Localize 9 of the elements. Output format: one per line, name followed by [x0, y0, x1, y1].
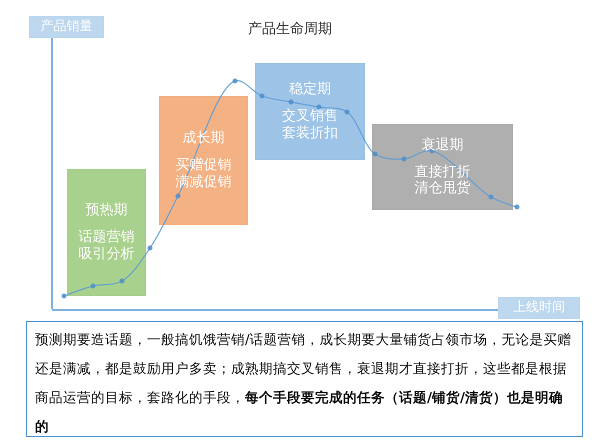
note-paragraph: 预测期要造话题，一般搞饥饿营销/话题营销，成长期要大量铺货占领市场，无论是买赠还是满减，都是鼓励用户多卖；成熟期搞交叉销售，衰退期才直接打折，这些都是根据商品运营的目标，套路化的手段，每个手段要完成的任务（话题/铺货/清货）也是明确的 — [26, 321, 583, 437]
phase-title: 衰退期 — [422, 136, 464, 154]
phase-title: 稳定期 — [289, 81, 331, 98]
phase-tactics: 话题营销吸引分析 — [78, 229, 136, 263]
chart-title: 产品生命周期 — [247, 20, 333, 38]
axis-label: 上线时间 — [498, 297, 580, 319]
phase-tactics: 交叉销售套装折扣 — [281, 108, 339, 142]
axis-label: 产品销量 — [29, 16, 104, 38]
phase-title: 预热期 — [86, 202, 128, 220]
